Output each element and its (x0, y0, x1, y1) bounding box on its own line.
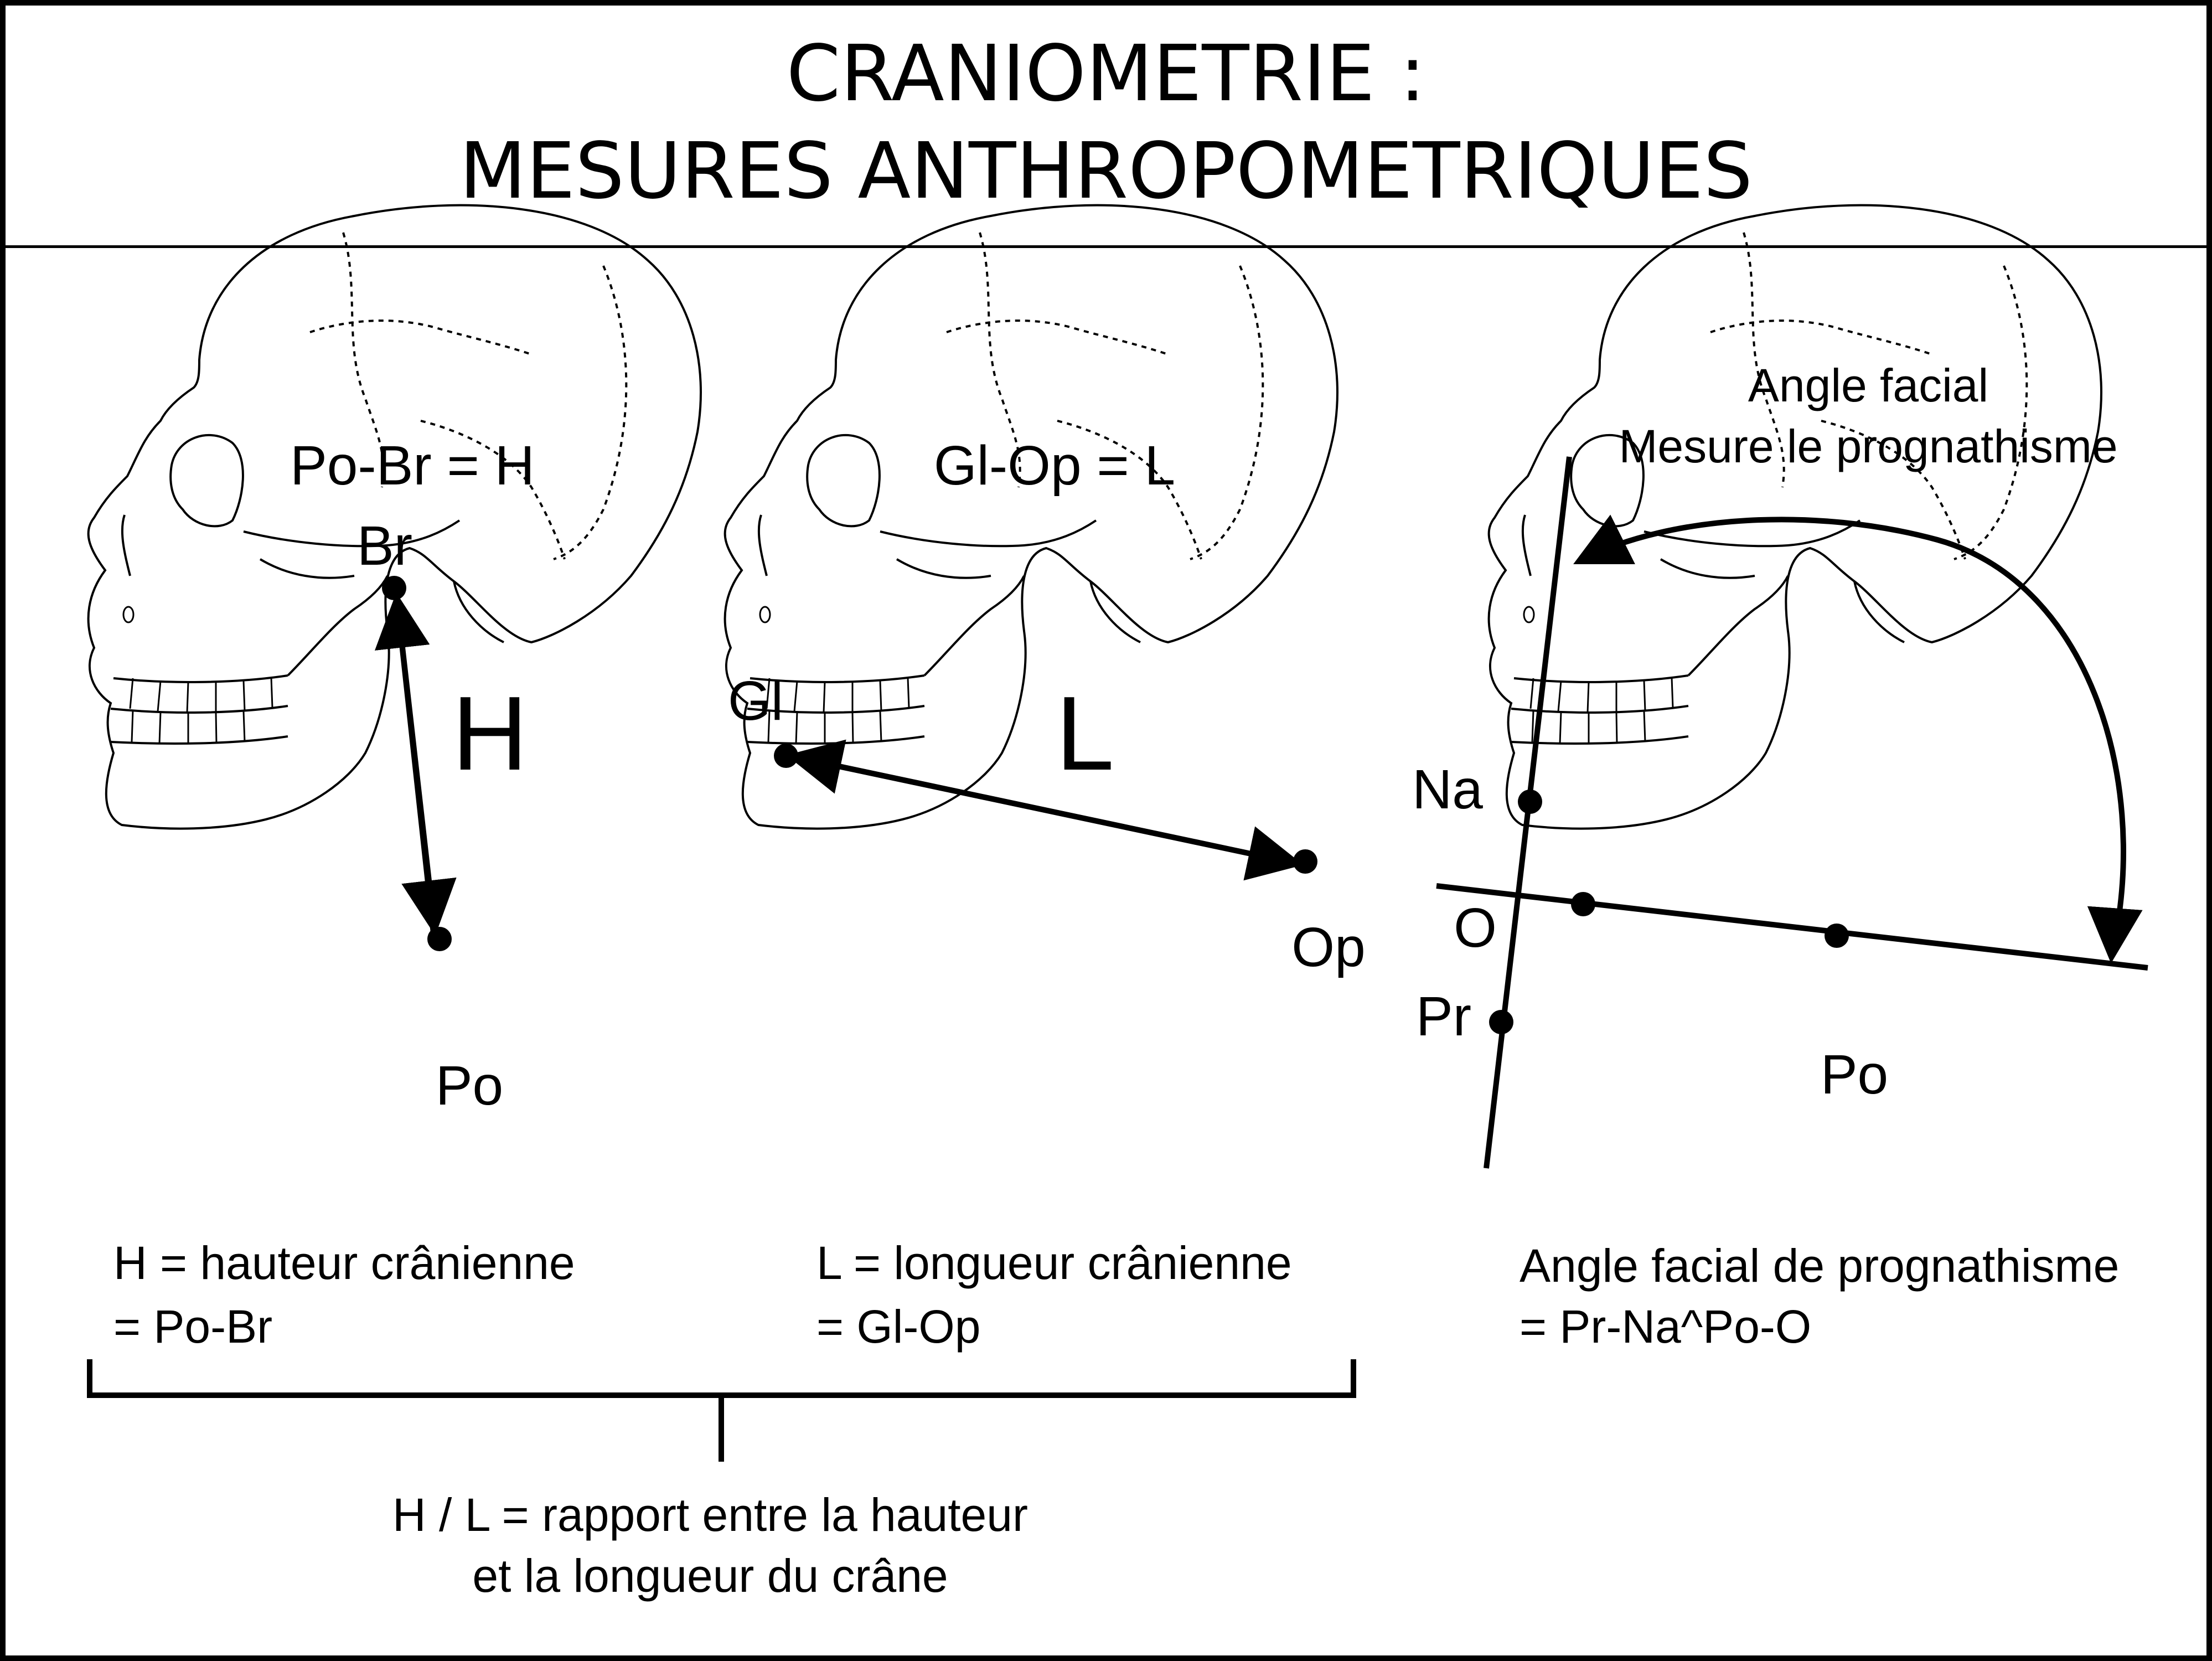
caption-height-2: = Po-Br (113, 1301, 272, 1353)
skull-length (723, 204, 1338, 830)
angle-arc-end (2087, 906, 2143, 963)
title-line-1: CRANIOMETRIE : (786, 29, 1426, 119)
label-pr: Pr (1416, 986, 1471, 1048)
height-arrow (394, 587, 397, 938)
point-pr (1489, 1010, 1513, 1034)
point-na (1518, 790, 1542, 814)
label-op: Op (1291, 916, 1365, 978)
point-o (1571, 892, 1595, 916)
heading-angle-1: Angle facial (1748, 359, 1988, 411)
title-box: CRANIOMETRIE : MESURES ANTHROPOMETRIQUES (0, 0, 2212, 248)
label-br: Br (357, 515, 412, 577)
letter-l: L (1056, 675, 1114, 792)
formula-length: Gl-Op = L (934, 435, 1175, 497)
br-po-arrow (395, 603, 457, 936)
caption-angle-2: = Pr-Na^Po-O (1520, 1301, 1811, 1353)
caption-length-2: = Gl-Op (816, 1301, 980, 1353)
point-po-3 (1825, 924, 1849, 948)
formula-height: Po-Br = H (290, 435, 535, 497)
letter-h: H (452, 675, 528, 792)
point-op (1293, 849, 1317, 874)
point-br (382, 576, 406, 600)
label-po-1: Po (436, 1055, 503, 1117)
point-po-1 (427, 927, 452, 951)
point-gl (774, 744, 798, 768)
heading-angle-2: Mesure le prognathisme (1619, 420, 2117, 472)
op-gl-arrow (786, 739, 1294, 865)
ratio-line-1: H / L = rapport entre la hauteur (392, 1489, 1028, 1541)
caption-length-1: L = longueur crânienne (816, 1237, 1292, 1289)
frankfort-line (1436, 883, 2148, 971)
angle-arc (1573, 514, 2126, 942)
ratio-line-2: et la longueur du crâne (472, 1550, 948, 1602)
label-o: O (1454, 897, 1497, 959)
label-gl: Gl (728, 670, 783, 732)
caption-angle-1: Angle facial de prognathisme (1520, 1240, 2119, 1292)
ratio-bracket (87, 1359, 1356, 1462)
label-po-3: Po (1821, 1044, 1888, 1106)
title-line-2: MESURES ANTHROPOMETRIQUES (459, 126, 1753, 216)
caption-height-1: H = hauteur crânienne (113, 1237, 575, 1289)
label-na: Na (1412, 759, 1483, 821)
